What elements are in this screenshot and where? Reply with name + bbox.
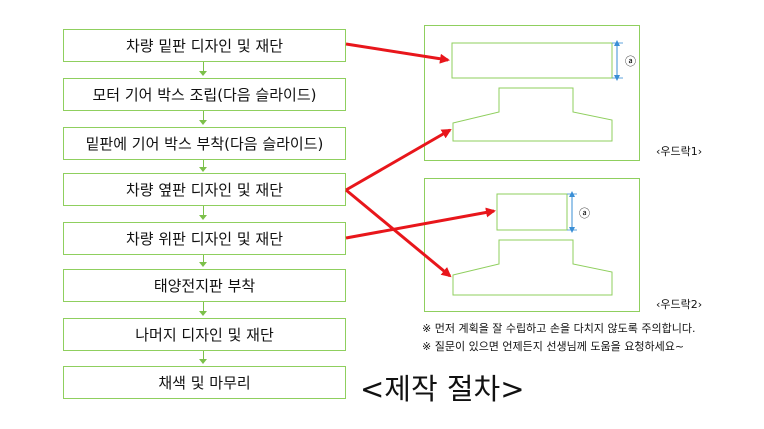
connector-arrowhead [199, 120, 207, 125]
connector-line [203, 111, 204, 121]
woodrock-1-frame [424, 25, 640, 161]
woodrock-2-frame [424, 178, 640, 312]
note-safety: ※ 먼저 계획을 잘 수립하고 손을 다치지 않도록 주의합니다. [422, 322, 696, 335]
connector-arrowhead [199, 167, 207, 172]
step-painting: 채색 및 마무리 [63, 366, 346, 399]
step-label: 나머지 디자인 및 재단 [135, 326, 274, 344]
woodrock-2-label: ‹우드락2› [656, 298, 703, 311]
connector-line [203, 206, 204, 216]
side-board-part [452, 87, 613, 142]
connector-line [203, 302, 204, 312]
step-label: 태양전지판 부착 [153, 277, 256, 295]
step-top-design: 차량 위판 디자인 및 재단 [63, 222, 346, 255]
connector-arrowhead [199, 215, 207, 220]
step-label: 차량 옆판 디자인 및 재단 [125, 181, 284, 199]
dimension-mark-1: ⓐ [625, 55, 636, 68]
step-label: 차량 밑판 디자인 및 재단 [125, 37, 284, 55]
connector-arrowhead [199, 262, 207, 267]
arrow-top-to-board [345, 207, 496, 240]
step-label: 밑판에 기어 박스 부착(다음 슬라이드) [85, 135, 324, 153]
step-label: 채색 및 마무리 [158, 374, 251, 392]
connector-arrowhead [199, 311, 207, 316]
dimension-mark-2: ⓐ [579, 207, 590, 220]
connector-line [203, 62, 204, 72]
connector-line [203, 351, 204, 360]
step-label: 모터 기어 박스 조립(다음 슬라이드) [92, 86, 317, 104]
top-board-part [451, 42, 613, 79]
connector-arrowhead [199, 359, 207, 364]
arrow-side-to-board1 [345, 128, 452, 192]
top-board-part [496, 193, 568, 231]
arrow-base-to-board [345, 42, 450, 64]
step-base-design: 차량 밑판 디자인 및 재단 [63, 29, 346, 62]
step-solar-panel: 태양전지판 부착 [63, 269, 346, 302]
connector-line [203, 160, 204, 168]
note-questions: ※ 질문이 있으면 언제든지 선생님께 도움을 요청하세요~ [422, 340, 685, 353]
connector-line [203, 255, 204, 263]
step-gearbox-attach: 밑판에 기어 박스 부착(다음 슬라이드) [63, 127, 346, 160]
page-title: <제작 절차> [360, 372, 525, 406]
step-gearbox-assembly: 모터 기어 박스 조립(다음 슬라이드) [63, 78, 346, 111]
connector-arrowhead [199, 71, 207, 76]
step-remaining-design: 나머지 디자인 및 재단 [63, 318, 346, 351]
step-side-design: 차량 옆판 디자인 및 재단 [63, 173, 346, 206]
step-label: 차량 위판 디자인 및 재단 [125, 230, 284, 248]
woodrock-1-label: ‹우드락1› [656, 145, 703, 158]
side-board-part [452, 239, 613, 296]
arrow-side-to-board2 [345, 188, 452, 278]
